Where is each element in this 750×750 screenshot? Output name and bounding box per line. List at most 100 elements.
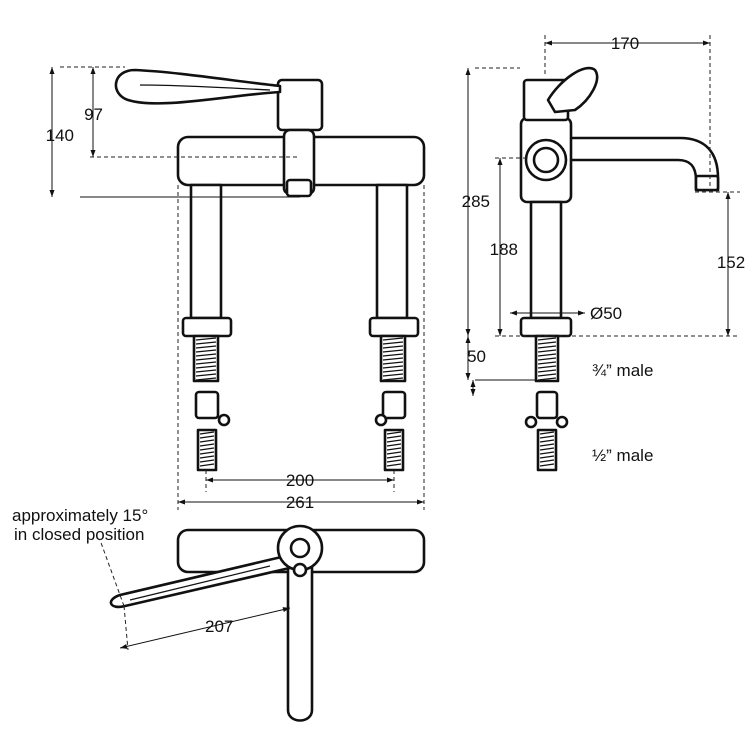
- plan-note-line2: in closed position: [14, 525, 144, 544]
- dim-height-body: 188: [490, 240, 518, 259]
- thread-line: [537, 369, 557, 373]
- thread-line: [382, 353, 404, 357]
- dim-thread-length: 50: [467, 347, 486, 366]
- dimension-arrowhead: [470, 389, 476, 396]
- thread-line: [382, 373, 404, 377]
- dimension-arrowhead: [465, 68, 471, 75]
- thread-line: [537, 357, 557, 361]
- dimension-arrowhead: [578, 310, 585, 316]
- thread-line: [537, 373, 557, 377]
- thread-line: [386, 447, 402, 451]
- thread-line: [195, 341, 217, 345]
- thread-line: [195, 337, 217, 341]
- side-valve: [535, 390, 559, 420]
- side-view: [519, 66, 720, 472]
- thread-line: [539, 455, 555, 459]
- thread-line: [386, 439, 402, 443]
- dimension-arrowhead: [470, 380, 476, 387]
- thread-line: [537, 337, 557, 341]
- front-left-valve: [194, 390, 220, 420]
- front-mixer-head: [276, 78, 324, 132]
- side-lever: [546, 66, 599, 114]
- thread-line: [382, 345, 404, 349]
- dim-lever-length: 207: [205, 617, 233, 636]
- dimension-arrowhead: [49, 67, 55, 74]
- thread-line: [195, 373, 217, 377]
- dimension-arrowhead: [510, 310, 517, 316]
- thread-line: [195, 357, 217, 361]
- front-left-leg: [189, 183, 223, 320]
- dimension-arrowhead: [725, 192, 731, 199]
- dim-diameter: Ø50: [590, 304, 622, 323]
- side-cartridge-inner: [532, 146, 560, 174]
- thread-line: [539, 463, 555, 467]
- dimension-arrowhead: [417, 499, 424, 505]
- thread-line: [195, 369, 217, 373]
- thread-line: [382, 337, 404, 341]
- dim-reach: 170: [611, 34, 639, 53]
- dimension-arrowhead: [465, 373, 471, 380]
- dimension-arrowhead: [703, 40, 710, 46]
- thread-line: [537, 365, 557, 369]
- dimension-arrowhead: [497, 158, 503, 165]
- thread-line: [199, 463, 215, 467]
- thread-line: [537, 377, 557, 381]
- front-view: [114, 68, 426, 472]
- plan-head-dot: [292, 562, 308, 578]
- thread-line: [195, 361, 217, 365]
- thread-line: [199, 455, 215, 459]
- plan-head-inner: [289, 537, 311, 559]
- dimension-arrowhead: [465, 329, 471, 336]
- thread-line: [537, 349, 557, 353]
- thread-line: [537, 361, 557, 365]
- thread-line: [195, 377, 217, 381]
- thread-line: [539, 431, 555, 435]
- plan-spout: [286, 558, 314, 722]
- dimension-arrowhead: [120, 643, 128, 649]
- thread-line: [195, 345, 217, 349]
- dimension-lines: [49, 40, 731, 649]
- thread-line: [539, 435, 555, 439]
- thread-line: [539, 439, 555, 443]
- dim-height-lever: 97: [84, 105, 103, 124]
- thread-line: [386, 455, 402, 459]
- front-left-nut: [181, 316, 233, 338]
- side-nut: [519, 316, 573, 338]
- thread-line: [195, 349, 217, 353]
- front-right-valve-screw: [374, 413, 388, 427]
- thread-line: [199, 447, 215, 451]
- thread-line: [382, 361, 404, 365]
- thread-line: [199, 435, 215, 439]
- dimension-arrowhead: [206, 477, 213, 483]
- front-left-valve-screw: [217, 413, 231, 427]
- thread-line: [382, 357, 404, 361]
- thread-line: [195, 353, 217, 357]
- thread-line: [539, 459, 555, 463]
- thread-line: [382, 369, 404, 373]
- dimension-arrowhead: [387, 477, 394, 483]
- dimension-arrowhead: [178, 499, 185, 505]
- thread-line: [537, 345, 557, 349]
- front-right-leg: [375, 183, 409, 320]
- dimension-arrowhead: [90, 67, 96, 74]
- thread-line: [386, 443, 402, 447]
- dim-height-overall: 285: [462, 192, 490, 211]
- dimension-arrowhead: [282, 607, 290, 613]
- thread-line: [382, 349, 404, 353]
- thread-line: [386, 435, 402, 439]
- thread-hatching: [195, 337, 557, 467]
- front-lever-slot: [139, 84, 271, 91]
- dimension-arrowhead: [465, 336, 471, 343]
- dim-overall-width: 261: [286, 493, 314, 512]
- thread-line: [539, 451, 555, 455]
- thread-line: [199, 443, 215, 447]
- inlet-thread-label: ¾” male: [592, 361, 653, 380]
- dim-centres: 200: [286, 471, 314, 490]
- plan-view: [109, 524, 426, 722]
- dim-height-total: 140: [46, 126, 74, 145]
- dimension-arrowhead: [725, 329, 731, 336]
- dimension-arrowhead: [497, 329, 503, 336]
- side-valve-screw-2: [524, 415, 538, 429]
- thread-line: [537, 341, 557, 345]
